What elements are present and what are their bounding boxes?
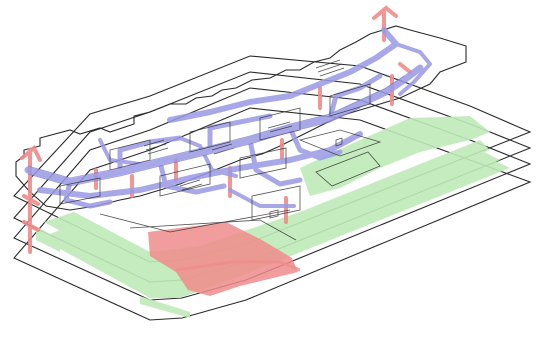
floor-outline-5 xyxy=(15,25,467,211)
wall-detail-2 xyxy=(189,121,231,153)
green-area-mid-band xyxy=(44,140,490,280)
wall-detail-12 xyxy=(315,151,381,187)
green-areas xyxy=(36,116,510,318)
corridor-branch-e xyxy=(157,159,227,195)
wall-detail-5 xyxy=(159,163,211,197)
hatch-5 xyxy=(179,179,203,191)
wall-detail-9 xyxy=(251,185,301,221)
hatch-4 xyxy=(267,121,293,133)
red-zone-streak xyxy=(175,260,301,272)
wall-detail-4 xyxy=(329,83,371,117)
hatch-2 xyxy=(143,139,169,155)
corridor-main-spine xyxy=(24,64,424,186)
stair-right-2 xyxy=(398,62,412,74)
green-area-upper-right xyxy=(300,116,490,196)
circulation-network xyxy=(24,27,432,209)
wall-detail-7 xyxy=(59,177,101,205)
hatch-1 xyxy=(315,59,345,77)
red-zones xyxy=(148,222,301,296)
corridor-top-spine xyxy=(167,27,399,123)
corridor-branch-h xyxy=(394,42,432,96)
green-area-bottom-strip xyxy=(140,296,190,318)
red-zone-main xyxy=(148,222,298,296)
corridor-branch-g xyxy=(287,125,343,161)
stair-left-notch-1 xyxy=(22,194,40,206)
stair-top-right-arrow xyxy=(372,5,398,20)
small-box-1 xyxy=(335,137,343,147)
interior-details xyxy=(59,59,382,241)
wall-detail-1 xyxy=(109,139,151,171)
stair-left-arrow xyxy=(20,144,42,162)
stair-left-notch-2 xyxy=(22,220,40,232)
wall-detail-6 xyxy=(239,147,287,179)
corridor-lower-spine xyxy=(37,131,363,199)
corridor-edge-1 xyxy=(27,75,405,179)
corridor-branch-b xyxy=(207,113,273,153)
small-box-2 xyxy=(269,209,279,219)
wall-detail-10 xyxy=(99,209,291,233)
wall-detail-11 xyxy=(129,219,297,241)
corridor-branch-d xyxy=(327,73,383,121)
circulation-edges xyxy=(27,75,405,187)
corridor-branch-i xyxy=(228,188,296,208)
corridor-edge-2 xyxy=(27,107,361,187)
green-area-left-strip xyxy=(36,226,60,252)
green-area-right-strip xyxy=(400,150,500,192)
corridor-branch-f xyxy=(63,179,113,209)
wall-detail-8 xyxy=(298,129,382,157)
